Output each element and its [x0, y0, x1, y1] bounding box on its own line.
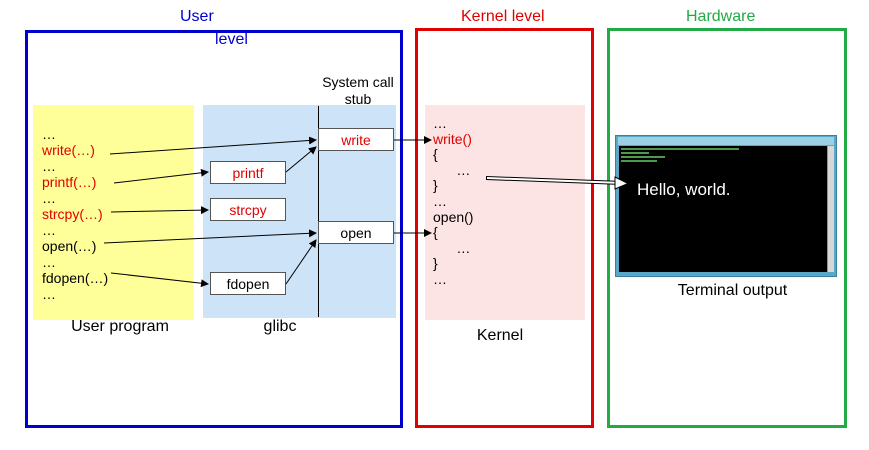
user-program-code-line: open(…) — [42, 238, 97, 254]
arrow-fdopen-to-open — [285, 239, 317, 285]
kernel-region — [425, 105, 585, 320]
arrow-printf-to-glibc — [113, 168, 209, 184]
kernel-code-line: … — [433, 192, 447, 209]
user-level-header-line2: level — [215, 31, 248, 48]
syscall-stub-label: System call stub — [316, 74, 400, 108]
glibc-strcpy-box: strcpy — [210, 198, 286, 221]
syscall-open-box: open — [318, 221, 394, 244]
syscall-stub-divider — [318, 106, 319, 317]
terminal-titlebar — [618, 137, 834, 145]
kernel-level-header: Kernel level — [461, 8, 545, 25]
glibc-caption: glibc — [263, 318, 297, 335]
syscall-stub-label-line1: System call — [322, 74, 394, 90]
terminal-output-text: Hello, world. — [637, 180, 731, 199]
user-program-region — [33, 105, 194, 320]
kernel-code-line: { — [433, 146, 438, 163]
kernel-code: …write(){ …}…open(){ …}… — [433, 115, 474, 288]
user-program-code-line: … — [42, 158, 56, 174]
glibc-fdopen-box: fdopen — [210, 272, 286, 295]
arrow-write-to-stub — [109, 136, 317, 155]
terminal-log-lines — [621, 148, 741, 162]
user-program-code-line: … — [42, 126, 56, 142]
arrow-kernel-to-terminal-head — [614, 176, 630, 190]
kernel-code-line: write() — [433, 130, 472, 147]
terminal-window: Hello, world. — [615, 135, 837, 277]
arrow-printf-to-write — [285, 146, 317, 173]
user-program-code-line: … — [42, 286, 56, 302]
kernel-code-line: } — [433, 177, 438, 194]
user-program-code-line: … — [42, 222, 56, 238]
user-program-code-line: strcpy(…) — [42, 206, 103, 222]
arrow-open-to-stub — [103, 229, 317, 244]
arrow-fdopen-to-glibc — [110, 272, 209, 288]
user-program-code: …write(…)…printf(…)…strcpy(…)…open(…)…fd… — [42, 126, 108, 302]
user-program-code-line: fdopen(…) — [42, 270, 109, 286]
kernel-code-line: open() — [433, 208, 474, 225]
syscall-stub-label-line2: stub — [344, 91, 372, 107]
syscall-write-box: write — [318, 128, 394, 151]
terminal-scrollbar — [828, 146, 834, 272]
user-level-frame — [25, 30, 403, 428]
kernel-code-line: … — [433, 161, 471, 178]
kernel-code-line: … — [433, 115, 447, 131]
hardware-frame — [607, 28, 847, 428]
kernel-code-line: … — [433, 270, 447, 287]
user-program-code-line: … — [42, 190, 56, 206]
arrow-strcpy-to-glibc — [110, 206, 209, 215]
kernel-code-line: … — [433, 239, 471, 256]
hardware-header: Hardware — [686, 8, 756, 25]
terminal-screen: Hello, world. — [619, 146, 827, 272]
user-program-code-line: write(…) — [42, 142, 95, 158]
user-program-caption: User program — [71, 318, 169, 335]
kernel-caption: Kernel — [476, 327, 524, 344]
glibc-printf-box: printf — [210, 161, 286, 184]
terminal-caption: Terminal output — [677, 282, 788, 299]
kernel-code-line: { — [433, 224, 438, 241]
kernel-level-frame — [415, 28, 594, 428]
kernel-code-line: } — [433, 255, 438, 272]
arrow-kernel-to-terminal-inner — [486, 177, 617, 184]
user-program-code-line: … — [42, 254, 56, 270]
user-level-header: User — [180, 8, 214, 25]
user-program-code-line: printf(…) — [42, 174, 97, 190]
